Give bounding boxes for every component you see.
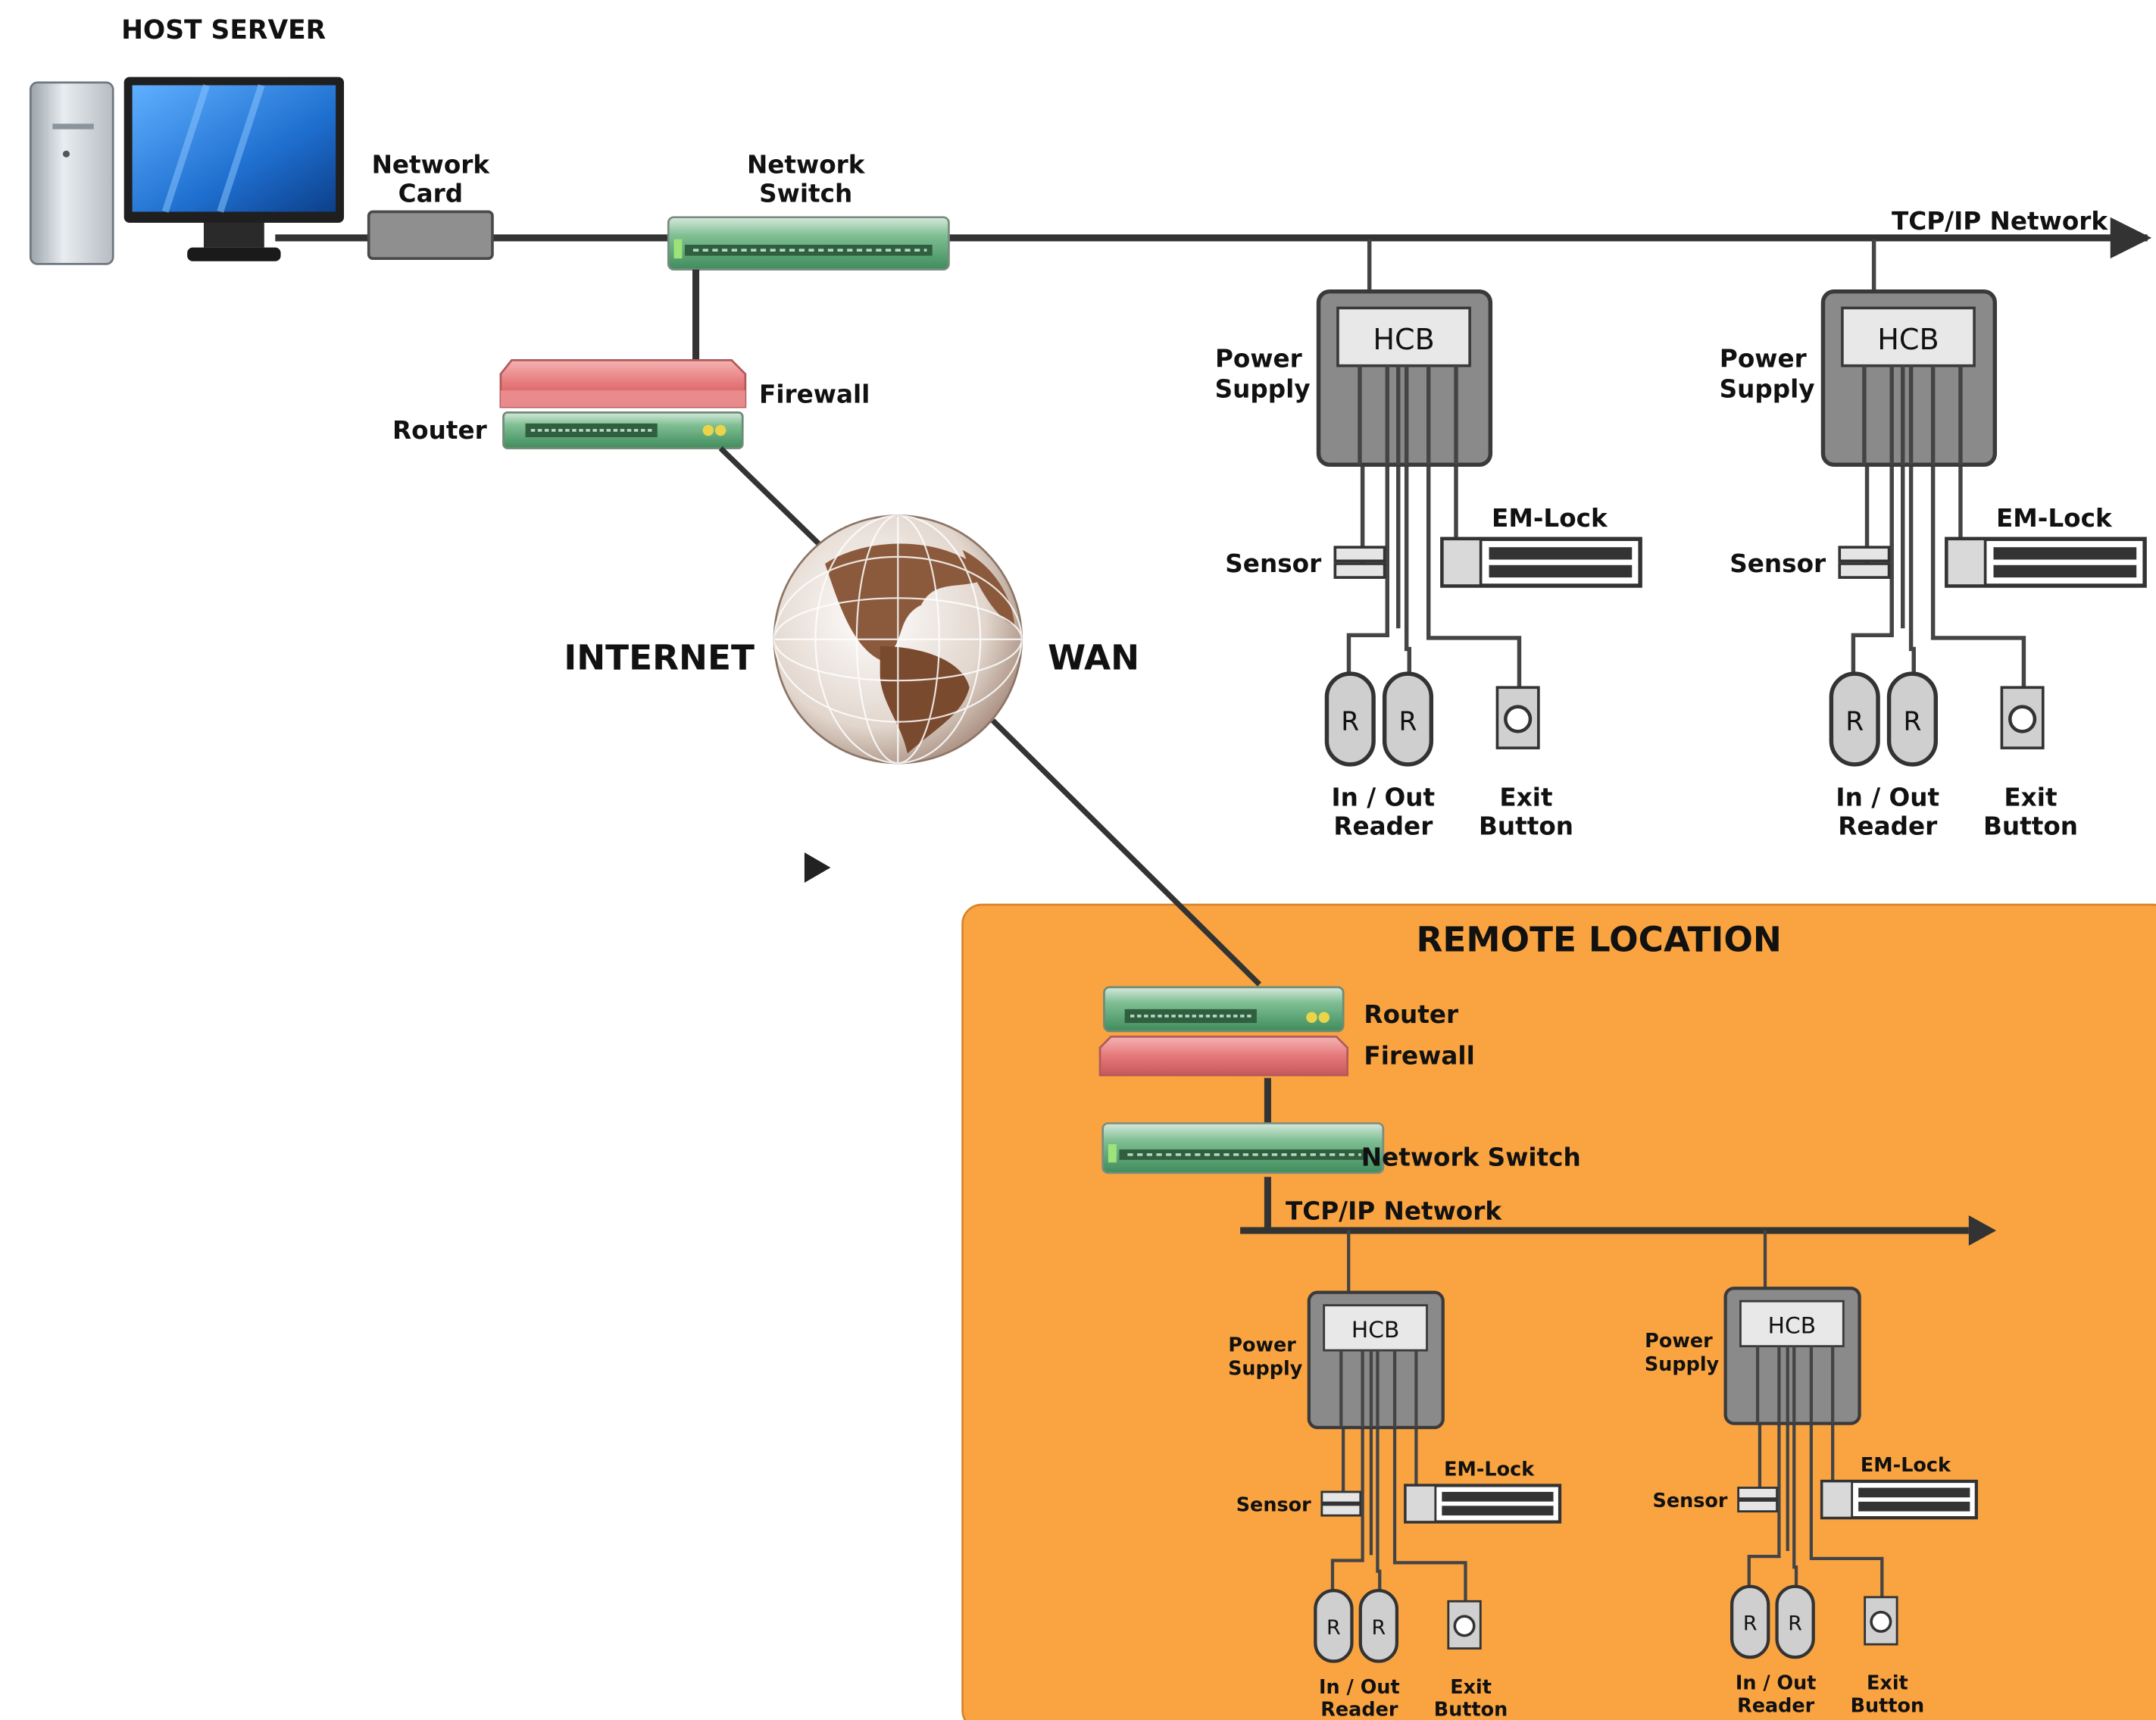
internet-globe-icon: [773, 514, 1023, 765]
reader-label-1: In / Out: [1736, 1672, 1817, 1695]
reader-label-2: Reader: [1333, 812, 1433, 840]
em-lock-label: EM-Lock: [1861, 1454, 1951, 1477]
router-internet-link: [718, 446, 825, 549]
network-switch-icon: [667, 215, 951, 271]
remote-router-icon: [1103, 986, 1345, 1033]
reader-r-1: R: [1341, 707, 1359, 737]
power-supply-label-1: Power: [1645, 1330, 1713, 1353]
reader-r-2: R: [1399, 707, 1417, 737]
tcpip-network-label: TCP/IP Network: [1892, 207, 2108, 236]
remote-firewall-icon: [1098, 1035, 1349, 1077]
reader-r-2: R: [1371, 1616, 1386, 1640]
internet-label: INTERNET: [564, 638, 755, 678]
power-supply-label-1: Power: [1720, 344, 1808, 373]
exit-button-label-2: Button: [1479, 812, 1573, 840]
sensor-label: Sensor: [1236, 1493, 1311, 1516]
em-lock-label: EM-Lock: [1444, 1459, 1535, 1481]
remote-location-title: REMOTE LOCATION: [1417, 920, 1782, 960]
wan-link: [990, 718, 1262, 987]
network-card-label-2: Card: [398, 180, 463, 208]
exit-button-label-2: Button: [1434, 1699, 1508, 1720]
hcb-label: HCB: [1351, 1317, 1400, 1343]
exit-button-label-1: Exit: [1867, 1672, 1908, 1695]
sensor-label: Sensor: [1225, 549, 1322, 578]
hcb-label: HCB: [1768, 1313, 1817, 1340]
power-supply-label-1: Power: [1228, 1334, 1296, 1357]
em-lock-label: EM-Lock: [1996, 504, 2113, 533]
wan-label: WAN: [1048, 638, 1139, 678]
host-server-icon: [29, 77, 345, 265]
door-unit-1: HCB Power Supply Sensor EM-Lock R R In /…: [1215, 239, 1641, 840]
router-label: Router: [392, 416, 488, 445]
network-card-label-1: Network: [372, 151, 491, 180]
reader-label-2: Reader: [1737, 1694, 1815, 1717]
remote-router-label: Router: [1364, 1000, 1459, 1029]
em-lock-label: EM-Lock: [1492, 504, 1608, 533]
remote-network-switch-icon: [1101, 1121, 1385, 1174]
reader-r-2: R: [1903, 707, 1921, 737]
hcb-label: HCB: [1877, 323, 1939, 356]
power-supply-label-1: Power: [1215, 344, 1303, 373]
reader-label-1: In / Out: [1331, 783, 1435, 812]
reader-label-2: Reader: [1838, 812, 1938, 840]
firewall-icon: [499, 359, 747, 408]
reader-r-1: R: [1743, 1612, 1758, 1636]
reader-r-1: R: [1326, 1616, 1341, 1640]
sensor-label: Sensor: [1653, 1490, 1728, 1512]
tcpip-arrow-icon: [2120, 222, 2148, 253]
hcb-label: HCB: [1373, 323, 1434, 356]
remote-switch-label: Network Switch: [1361, 1143, 1581, 1172]
network-switch-label-1: Network: [747, 151, 866, 180]
exit-button-label-1: Exit: [2004, 783, 2057, 812]
reader-label-2: Reader: [1320, 1699, 1398, 1720]
reader-label-1: In / Out: [1836, 783, 1939, 812]
play-arrow-icon: [804, 852, 831, 883]
remote-door-unit-2: HCB Power Supply Sensor EM-Lock R R In /…: [1645, 1230, 1976, 1717]
network-card-icon: [367, 210, 494, 260]
remote-tcpip-label: TCP/IP Network: [1286, 1197, 1502, 1226]
firewall-label: Firewall: [759, 380, 870, 409]
power-supply-label-2: Supply: [1720, 374, 1815, 403]
reader-r-2: R: [1788, 1612, 1802, 1636]
remote-firewall-label: Firewall: [1364, 1041, 1474, 1070]
exit-button-label-2: Button: [1983, 812, 2078, 840]
exit-button-label-1: Exit: [1499, 783, 1552, 812]
reader-label-1: In / Out: [1319, 1676, 1400, 1699]
power-supply-label-2: Supply: [1215, 374, 1311, 403]
exit-button-label-1: Exit: [1450, 1676, 1492, 1699]
network-switch-label-2: Switch: [759, 180, 852, 208]
door-unit-2: HCB Power Supply Sensor EM-Lock R R In /…: [1720, 239, 2145, 840]
host-server-label: HOST SERVER: [121, 15, 326, 45]
power-supply-label-2: Supply: [1228, 1358, 1303, 1381]
remote-tcpip-arrow-icon: [1968, 1215, 1997, 1246]
reader-r-1: R: [1845, 707, 1864, 737]
remote-door-unit-1: HCB Power Supply Sensor EM-Lock R R In /…: [1228, 1230, 1560, 1720]
exit-button-label-2: Button: [1851, 1694, 1925, 1717]
router-icon: [502, 411, 744, 449]
sensor-label: Sensor: [1729, 549, 1826, 578]
power-supply-label-2: Supply: [1645, 1353, 1720, 1376]
